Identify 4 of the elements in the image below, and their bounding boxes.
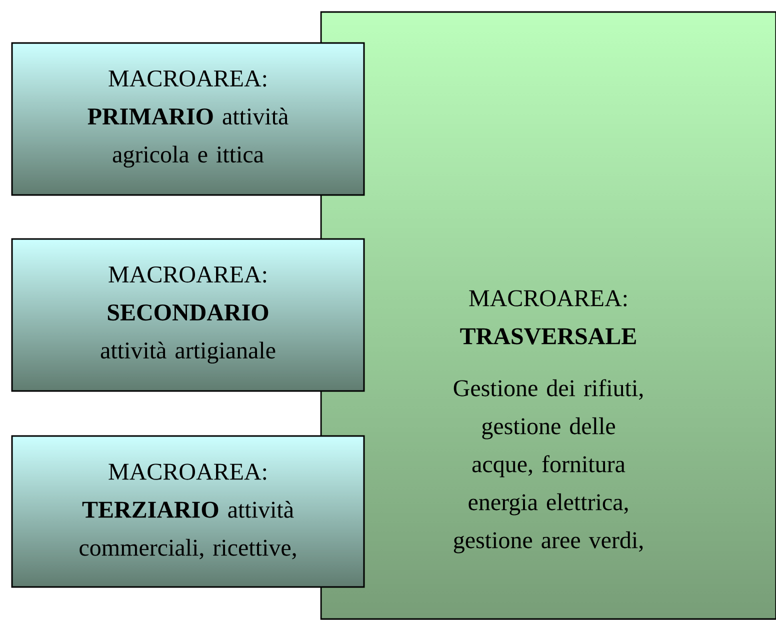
sector-box: MACROAREA: TERZIARIO attività commerciali, ricettive, [11, 435, 365, 588]
sector-box: MACROAREA: SECONDARIO attività artigianale [11, 238, 365, 392]
sector-box: MACROAREA: PRIMARIO attività agricola e ittica [11, 42, 365, 196]
cross-sector-panel: MACROAREA: TRASVERSALE Gestione dei rifiuti, gestione delle acque, fornitura energia elettrica, gestione aree verdi, [320, 11, 776, 620]
